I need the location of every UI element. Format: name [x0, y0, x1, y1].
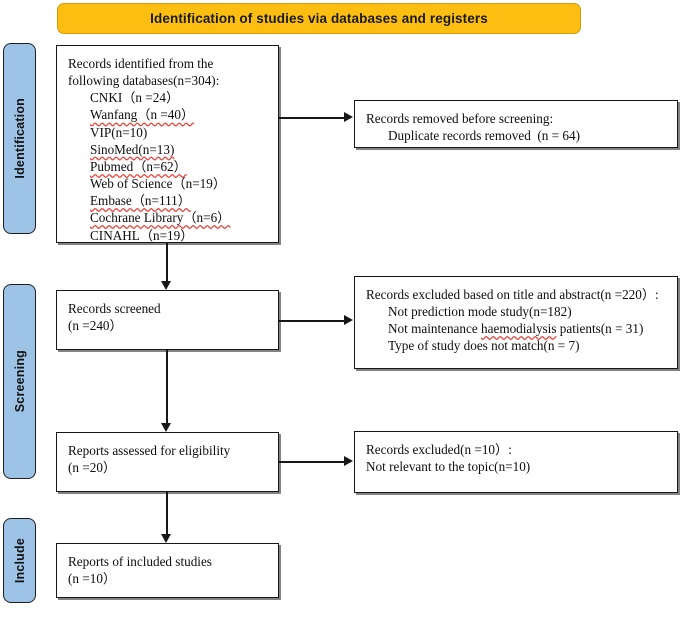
arrow-down-icon [160, 534, 171, 543]
arrow-down-icon [160, 423, 171, 432]
reports-eligible-count: (n =20） [68, 460, 117, 476]
box-records-excluded-topic: Records excluded(n =10）: Not relevant to… [354, 431, 678, 493]
stage-label-include: Include [12, 537, 27, 584]
source-cochrane-text: Cochrane Library（n=6） [90, 210, 231, 226]
banner-title: Identification of studies via databases … [150, 11, 488, 26]
arrow-right-icon [344, 112, 353, 122]
stage-tab-screening: Screening [3, 284, 36, 479]
excluded-reason-prediction-mode: Not prediction mode study(n=182) [388, 304, 572, 320]
excluded-reason-maintenance-haemodialysis: Not maintenance haemodialysis patients(n… [366, 320, 666, 337]
source-embase: Embase（n=111） [68, 192, 267, 209]
connector-identified-to-screened [166, 243, 168, 282]
arrow-right-icon [344, 315, 353, 325]
box-records-excluded-title-abstract: Records excluded based on title and abst… [354, 276, 678, 369]
source-cochrane-library: Cochrane Library（n=6） [68, 209, 267, 226]
diagram-banner: Identification of studies via databases … [57, 3, 581, 34]
connector-eligible-to-included [166, 492, 168, 535]
arrow-down-icon [160, 281, 171, 290]
reports-included-count: (n =10） [68, 571, 117, 587]
excluded-topic-line2: Not relevant to the topic(n=10) [366, 459, 531, 475]
excluded-topic-line1: Records excluded(n =10）: [366, 442, 512, 457]
source-sinomed: SinoMed(n=13) [68, 141, 267, 158]
excluded-reason-haemo-word: haemodialysis [481, 321, 557, 337]
connector-eligible-to-excluded-topic [279, 461, 345, 463]
stage-label-screening: Screening [12, 350, 27, 413]
box-reports-assessed-eligibility: Reports assessed for eligibility (n =20） [56, 432, 279, 492]
source-web-of-science: Web of Science（n=19） [90, 176, 227, 192]
records-identified-line2: following databases(n=304): [68, 73, 220, 89]
records-screened-line1: Records screened [68, 301, 161, 316]
source-wanfang-text: Wanfang（n =40） [90, 107, 195, 123]
excluded-title-line1: Records excluded based on title and abst… [366, 287, 659, 302]
source-embase-text: Embase（n=111） [90, 193, 191, 209]
excluded-reason-study-type: Type of study does not match(n = 7) [388, 338, 580, 354]
records-removed-duplicates: Duplicate records removed (n = 64) [388, 128, 580, 144]
source-wanfang: Wanfang（n =40） [68, 106, 267, 123]
source-cinahl: CINAHL（n=19） [90, 227, 194, 243]
records-removed-line1: Records removed before screening: [366, 111, 554, 126]
source-sinomed-text: SinoMed(n=13) [90, 141, 175, 157]
reports-included-line1: Reports of included studies [68, 554, 212, 569]
excluded-reason-haemo-part1: Not maintenance [388, 321, 482, 337]
connector-screened-to-excluded-title [279, 320, 345, 322]
records-identified-line1: Records identified from the [68, 56, 214, 71]
arrow-right-icon [344, 456, 353, 466]
source-cnki: CNKI（n =24） [90, 90, 180, 106]
box-reports-included: Reports of included studies (n =10） [56, 543, 279, 598]
stage-tab-identification: Identification [3, 43, 36, 234]
box-records-removed: Records removed before screening: Duplic… [354, 100, 678, 148]
excluded-reason-haemo-part2: patients(n = 31) [556, 321, 644, 337]
reports-eligible-line1: Reports assessed for eligibility [68, 443, 231, 458]
stage-label-identification: Identification [12, 98, 27, 179]
box-records-identified: Records identified from the following da… [56, 45, 279, 243]
source-pubmed: Pubmed（n=62） [68, 158, 267, 175]
source-pubmed-text: Pubmed（n=62） [90, 158, 187, 174]
records-screened-count: (n =240） [68, 318, 123, 334]
stage-tab-include: Include [3, 518, 36, 603]
connector-screened-to-eligible [166, 350, 168, 424]
box-records-screened: Records screened (n =240） [56, 290, 279, 350]
source-vip: VIP(n=10) [90, 124, 148, 140]
connector-identified-to-removed [279, 117, 345, 119]
